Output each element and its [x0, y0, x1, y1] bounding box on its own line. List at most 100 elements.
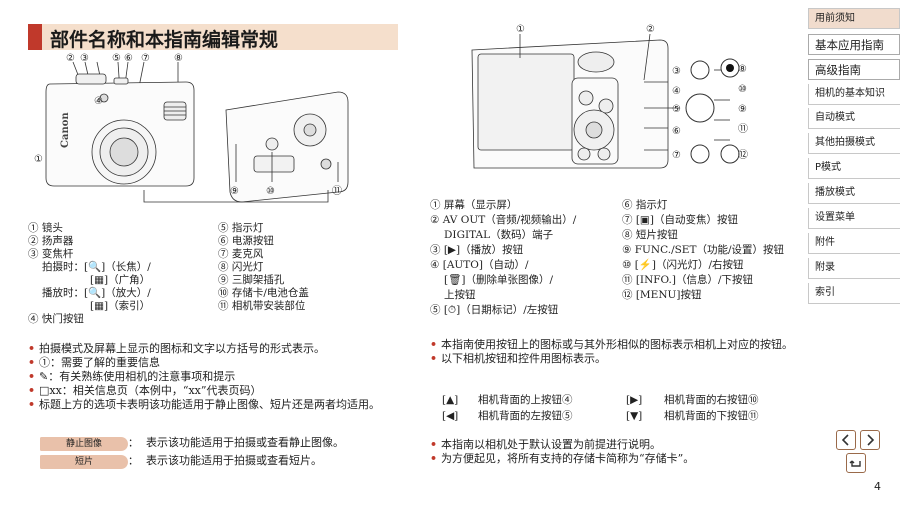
list-item: ⑥ 指示灯 — [622, 199, 668, 211]
bullet-item: •本指南以相机处于默认设置为前提进行说明。 — [430, 438, 662, 451]
callout-8: ⑧ — [174, 53, 183, 64]
table-row: [◀]相机背面的左按钮⑤[▼]相机背面的下按钮⑪ — [442, 410, 759, 422]
list-item: ⑧ 闪光灯 — [218, 261, 264, 273]
list-item: ⑤ [⏱]（日期标记）/左按钮 — [430, 304, 559, 316]
list-item: ⑫ [MENU]按钮 — [622, 289, 702, 301]
back-callout-4: ④ — [672, 86, 681, 97]
list-item: ⑧ 短片按钮 — [622, 229, 678, 241]
list-item: [▦]（索引） — [90, 300, 151, 312]
list-item: [▦]（广角） — [90, 274, 151, 286]
nav-item-setup-menu[interactable]: 设置菜单 — [808, 208, 900, 229]
list-item: ① 镜头 — [28, 222, 63, 234]
parts-list-right-2: ⑥ 指示灯 ⑦ [▣]（自动变焦）按钮 ⑧ 短片按钮 ⑨ FUNC./SET（功… — [622, 198, 784, 303]
nav-item-basic-guide[interactable]: 基本应用指南 — [808, 34, 900, 55]
nav-item-auto-mode[interactable]: 自动模式 — [808, 108, 900, 129]
section-heading: 部件名称和本指南编辑常规 — [28, 24, 398, 51]
bullet-item: •标题上方的选项卡表明该功能适用于静止图像、短片还是两者均适用。 — [28, 398, 381, 411]
callout-10: ⑩ — [266, 186, 275, 197]
callout-5: ⑤ — [112, 53, 121, 64]
list-item: ⑩ 存储卡/电池仓盖 — [218, 287, 309, 299]
nav-item-p-mode[interactable]: P模式 — [808, 158, 900, 179]
tag-colon: ： — [128, 455, 139, 467]
chevron-left-icon — [841, 434, 849, 446]
list-item: ⑪ [INFO.]（信息）/下按钮 — [622, 274, 754, 286]
list-item: 拍摄时：[🔍]（长焦）/ — [42, 261, 151, 273]
table-row: [▲]相机背面的上按钮④[▶]相机背面的右按钮⑩ — [442, 394, 759, 406]
list-item: ② AV OUT（音频/视频输出）/ — [430, 214, 577, 226]
callout-4: ④ — [94, 96, 103, 107]
tag-movie: 短片 — [40, 455, 128, 469]
bullet-item: •✎：有关熟练使用相机的注意事项和提示 — [28, 370, 236, 383]
default-notes: •本指南以相机处于默认设置为前提进行说明。 •为方便起见，将所有支持的存储卡简称… — [430, 438, 800, 466]
list-item: ② 扬声器 — [28, 235, 74, 247]
callout-11: ⑪ — [332, 185, 342, 197]
button-icon-notes: •本指南使用按钮上的图标或与其外形相似的图标表示相机上对应的按钮。 •以下相机按… — [430, 338, 800, 366]
parts-list-right: ① 屏幕（显示屏） ② AV OUT（音频/视频输出）/ DIGITAL（数码）… — [430, 198, 576, 318]
nav-item-prep[interactable]: 用前须知 — [808, 8, 900, 29]
list-item: 播放时：[🔍]（放大）/ — [42, 287, 151, 299]
conventions-list: •拍摄模式及屏幕上显示的图标和文字以方括号的形式表示。 •①：需要了解的重要信息… — [28, 342, 388, 412]
list-item: [🗑]（删除单张图像）/ — [444, 274, 554, 286]
list-item: ③ [▶]（播放）按钮 — [430, 244, 524, 256]
back-callout-2: ② — [646, 24, 655, 35]
callout-2: ② — [66, 53, 75, 64]
heading-accent-bar — [28, 24, 42, 50]
back-callout-12: ⑫ — [738, 149, 748, 161]
nav-item-accessories[interactable]: 附件 — [808, 233, 900, 254]
list-item: ④ 快门按钮 — [28, 313, 84, 325]
nav-item-playback[interactable]: 播放模式 — [808, 183, 900, 204]
list-item: ⑥ 电源按钮 — [218, 235, 274, 247]
back-callout-3: ③ — [672, 66, 681, 77]
next-page-button[interactable] — [860, 430, 880, 450]
bullet-item: •拍摄模式及屏幕上显示的图标和文字以方括号的形式表示。 — [28, 342, 326, 355]
list-item: ① 屏幕（显示屏） — [430, 199, 518, 211]
back-callout-1: ① — [516, 24, 525, 35]
tag-colon: ： — [128, 437, 139, 449]
list-item: ⑪ 相机带安装部位 — [218, 300, 306, 312]
nav-item-camera-basics[interactable]: 相机的基本知识 — [808, 84, 900, 105]
list-item: DIGITAL（数码）端子 — [444, 229, 554, 241]
tag-still-desc: 表示该功能适用于拍摄或查看静止图像。 — [146, 436, 344, 449]
return-button[interactable] — [846, 453, 866, 473]
list-item: ⑩ [⚡]（闪光灯）/右按钮 — [622, 259, 744, 271]
list-item: ⑦ 麦克风 — [218, 248, 264, 260]
callout-6: ⑥ — [124, 53, 133, 64]
back-callout-7: ⑦ — [672, 150, 681, 161]
list-item: ⑨ 三脚架插孔 — [218, 274, 285, 286]
button-table: [▲]相机背面的上按钮④[▶]相机背面的右按钮⑩ [◀]相机背面的左按钮⑤[▼]… — [442, 392, 759, 424]
bullet-item: •本指南使用按钮上的图标或与其外形相似的图标表示相机上对应的按钮。 — [430, 338, 794, 351]
nav-item-index[interactable]: 索引 — [808, 283, 900, 304]
camera-front-diagram: ② ③ ⑤ ⑥ ⑦ ⑧ ① ④ ⑨ ⑩ ⑪ Canon — [34, 53, 349, 203]
callout-3: ③ — [80, 53, 89, 64]
callout-7: ⑦ — [141, 53, 150, 64]
nav-item-advanced-guide[interactable]: 高级指南 — [808, 59, 900, 80]
list-item: ④ [AUTO]（自动）/ — [430, 259, 529, 271]
camera-back-diagram: ① ② ③ ④ ⑤ ⑥ ⑦ ⑧ ⑨ ⑩ ⑪ ⑫ — [471, 24, 748, 169]
camera-brand-logo: Canon — [60, 112, 71, 148]
nav-item-other-modes[interactable]: 其他拍摄模式 — [808, 133, 900, 154]
nav-item-appendix[interactable]: 附录 — [808, 258, 900, 279]
list-item: ③ 变焦杆 — [28, 248, 74, 260]
back-callout-11: ⑪ — [738, 123, 748, 135]
bullet-item: •①：需要了解的重要信息 — [28, 356, 161, 369]
bullet-item: •以下相机按钮和控件用图标表示。 — [430, 352, 607, 365]
bullet-item: •□xx：相关信息页（本例中，“xx”代表页码） — [28, 384, 262, 397]
callout-1: ① — [34, 154, 43, 165]
back-callout-9: ⑨ — [738, 104, 747, 115]
tag-still-image: 静止图像 — [40, 437, 128, 451]
page-number: 4 — [874, 480, 881, 493]
list-item: ⑨ FUNC./SET（功能/设置）按钮 — [622, 244, 785, 256]
back-callout-8: ⑧ — [738, 64, 747, 75]
return-arrow-icon — [849, 460, 861, 467]
list-item: 上按钮 — [444, 289, 476, 301]
prev-page-button[interactable] — [836, 430, 856, 450]
list-item: ⑤ 指示灯 — [218, 222, 264, 234]
back-callout-10: ⑩ — [738, 84, 747, 95]
page-title: 部件名称和本指南编辑常规 — [50, 29, 279, 51]
back-callout-6: ⑥ — [672, 126, 681, 137]
parts-list-left: ① 镜头 ② 扬声器 ③ 变焦杆 拍摄时：[🔍]（长焦）/ [▦]（广角） 播放… — [28, 222, 151, 326]
chevron-right-icon — [867, 434, 875, 446]
list-item: ⑦ [▣]（自动变焦）按钮 — [622, 214, 738, 226]
bullet-item: •为方便起见，将所有支持的存储卡简称为“存储卡”。 — [430, 452, 695, 465]
back-callout-5: ⑤ — [672, 104, 681, 115]
